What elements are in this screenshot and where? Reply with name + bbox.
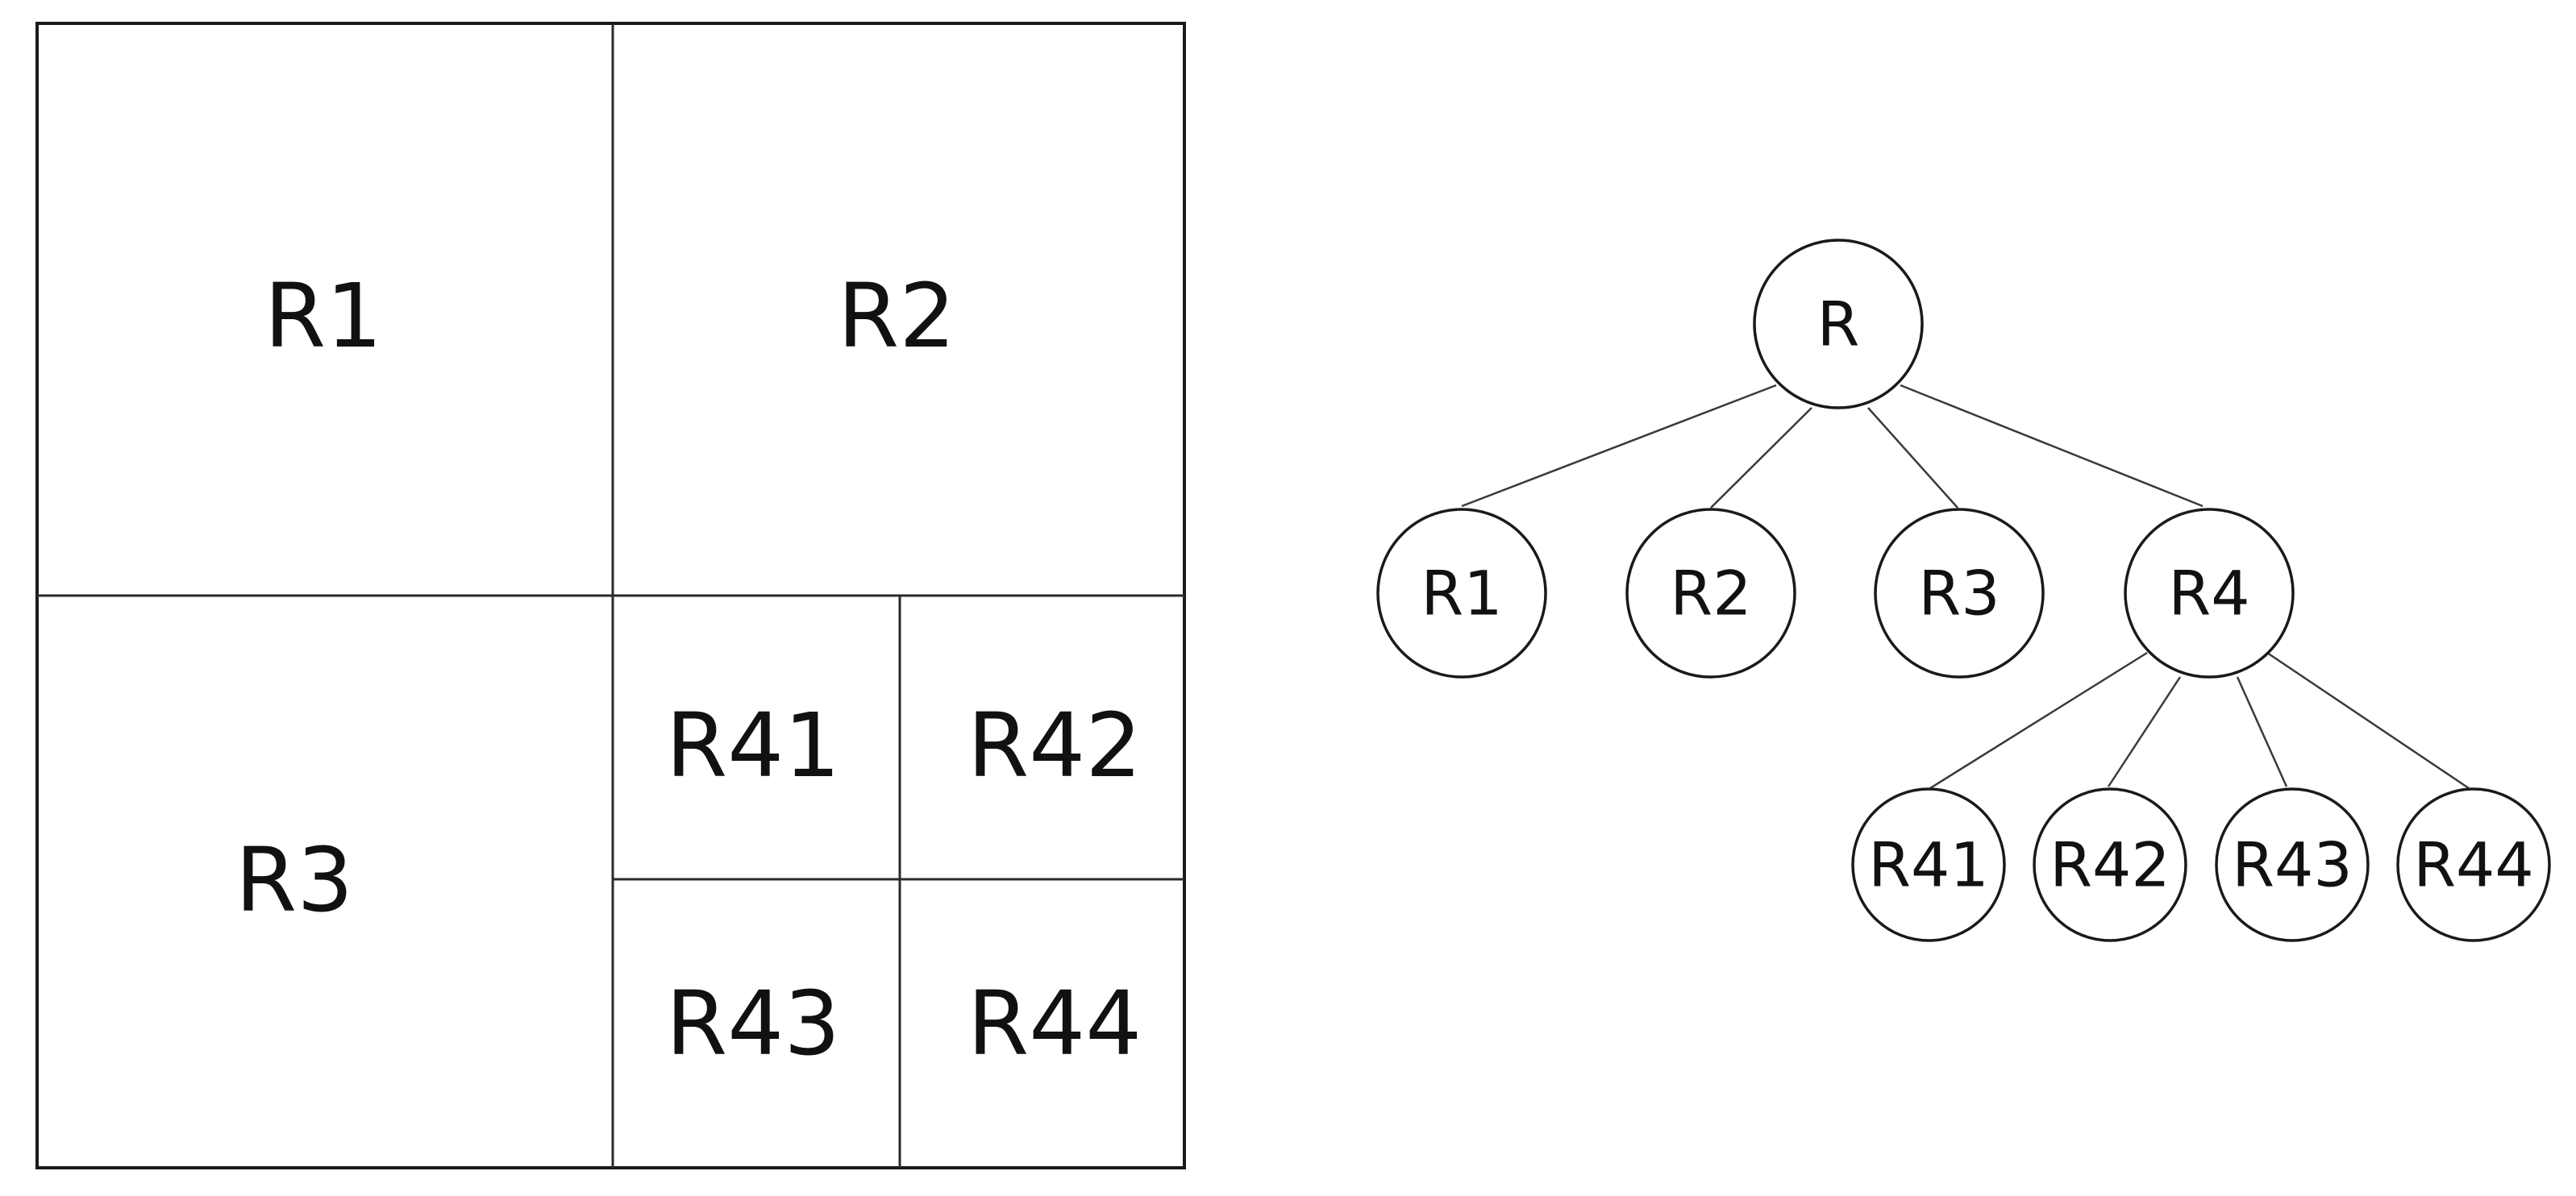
tree-node-r42: R42 — [2033, 787, 2187, 942]
tree-edge-r4-r42 — [2107, 676, 2182, 787]
tree-node-label-r1: R1 — [1421, 558, 1502, 629]
region-label-r1: R1 — [264, 264, 382, 368]
tree-node-r1: R1 — [1376, 508, 1547, 679]
tree-node-label-r2: R2 — [1670, 558, 1751, 629]
tree-edge-root-r1 — [1461, 384, 1777, 508]
tree-node-label-r43: R43 — [2232, 829, 2353, 901]
region-label-r42: R42 — [968, 694, 1142, 797]
tree-edge-root-r4 — [1900, 384, 2204, 508]
tree-node-label-r41: R41 — [1868, 829, 1989, 901]
tree-node-r2: R2 — [1625, 508, 1796, 679]
tree-edge-r4-r43 — [2236, 676, 2288, 787]
region-label-r2: R2 — [838, 264, 955, 368]
tree-edge-root-r2 — [1710, 407, 1812, 509]
region-label-r41: R41 — [666, 694, 840, 797]
tree-node-r43: R43 — [2215, 787, 2370, 942]
tree-node-label-r44: R44 — [2413, 829, 2534, 901]
partition-diagram: R1 R2 R3 R41 R42 R43 R44 — [35, 22, 1186, 1169]
tree-node-r44: R44 — [2396, 787, 2551, 942]
tree-edge-r4-r44 — [2266, 651, 2470, 790]
tree-diagram: R R1 R2 R3 R4 R41 R42 R43 — [1376, 239, 2551, 942]
tree-edge-r4-r41 — [1929, 651, 2148, 790]
tree-node-r4: R4 — [2124, 508, 2295, 679]
tree-node-label-r42: R42 — [2050, 829, 2170, 901]
tree-node-r41: R41 — [1851, 787, 2006, 942]
tree-node-root: R — [1753, 239, 1924, 409]
tree-node-label-r3: R3 — [1918, 558, 2000, 629]
region-label-r43: R43 — [666, 972, 840, 1075]
tree-node-r3: R3 — [1874, 508, 2045, 679]
region-label-r44: R44 — [968, 972, 1142, 1075]
tree-node-label-r4: R4 — [2168, 558, 2249, 629]
tree-node-label-root: R — [1817, 289, 1860, 360]
tree-edge-root-r3 — [1867, 407, 1958, 509]
region-label-r3: R3 — [235, 828, 353, 932]
